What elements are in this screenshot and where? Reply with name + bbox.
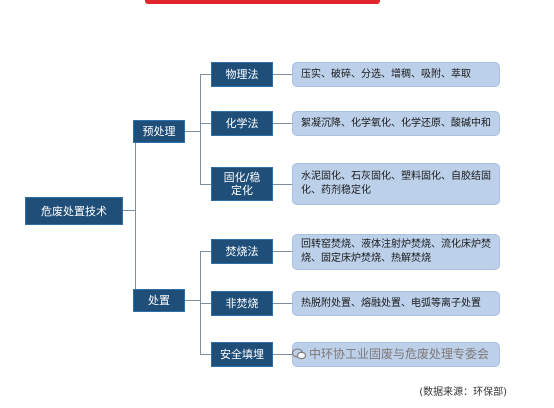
desc-physical: 压实、破碎、分选、增稠、吸附、萃取 (292, 62, 500, 87)
source-note: (数据来源：环保部) (419, 387, 507, 398)
connector (183, 131, 200, 132)
connector (200, 251, 201, 354)
desc-non-incineration: 热脱附处置、熔融处置、电弧等离子处置 (292, 291, 500, 316)
connector (200, 123, 211, 124)
desc-solidification: 水泥固化、石灰固化、塑料固化、自胶结固化、药剂稳定化 (292, 163, 500, 205)
watermark-text: 中环协工业固废与危废处理专委会 (309, 347, 490, 361)
method-chemical: 化学法 (211, 111, 273, 136)
branch-disposal: 处置 (133, 289, 185, 312)
top-accent-bar (145, 0, 380, 4)
connector (183, 300, 200, 301)
wechat-icon (292, 347, 306, 359)
connector (200, 354, 211, 355)
desc-incineration: 回转窑焚烧、液体注射炉焚烧、流化床炉焚烧、固定床炉焚烧、热解焚烧 (292, 234, 500, 270)
connector (200, 74, 201, 184)
connector (200, 303, 211, 304)
connector (200, 74, 211, 75)
connector (135, 131, 136, 300)
connector (200, 184, 211, 185)
connector (200, 251, 211, 252)
watermark: 中环协工业固废与危废处理专委会 (292, 345, 489, 362)
method-secure-landfill: 安全填埋 (211, 342, 273, 367)
connector (273, 74, 292, 75)
method-solidification: 固化/稳定化 (211, 167, 273, 201)
connector (123, 210, 135, 211)
method-non-incineration: 非焚烧 (211, 291, 273, 316)
method-incineration: 焚烧法 (211, 239, 273, 264)
connector (273, 123, 292, 124)
connector (273, 184, 292, 185)
connector (273, 251, 292, 252)
connector (273, 303, 292, 304)
branch-pretreatment: 预处理 (133, 120, 185, 143)
connector (273, 354, 292, 355)
method-physical: 物理法 (211, 62, 273, 87)
desc-chemical: 絮凝沉降、化学氧化、化学还原、酸碱中和 (292, 111, 500, 136)
root-node: 危废处置技术 (25, 197, 123, 225)
